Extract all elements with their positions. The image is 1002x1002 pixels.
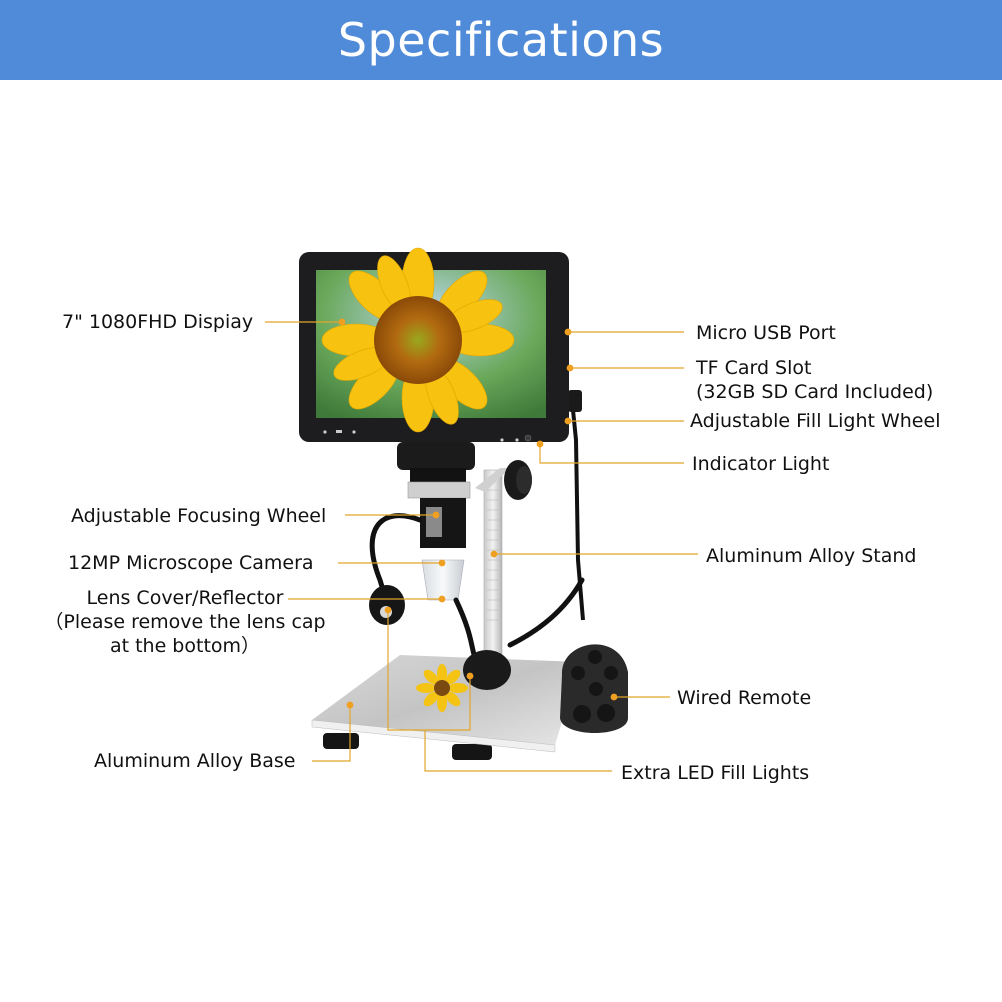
label-tf-card-note: (32GB SD Card Included) (696, 381, 934, 403)
microscope-camera (397, 442, 475, 601)
label-display: 7" 1080FHD Dispiay (62, 311, 254, 333)
label-focusing-wheel: Adjustable Focusing Wheel (71, 505, 327, 527)
coiled-cable (564, 390, 585, 621)
label-lens-cover-note-2: at the bottom） (109, 635, 261, 657)
header-banner: Specifications (0, 0, 1002, 80)
display-monitor (299, 247, 569, 442)
led-fill-lights (369, 513, 585, 668)
label-tf-card-slot: TF Card Slot (696, 357, 812, 379)
aluminum-stand (475, 460, 532, 671)
label-lens-cover-note-1: （Please remove the lens cap (44, 611, 326, 633)
label-indicator-light: Indicator Light (692, 453, 830, 475)
label-micro-usb-port: Micro USB Port (696, 322, 836, 344)
label-wired-remote: Wired Remote (677, 687, 812, 709)
page-title: Specifications (337, 13, 665, 67)
label-lens-cover: Lens Cover/Reflector (86, 587, 284, 609)
label-microscope-camera: 12MP Microscope Camera (68, 552, 314, 574)
label-aluminum-base: Aluminum Alloy Base (94, 750, 296, 772)
led-light-right (463, 650, 511, 690)
leader-lines (265, 321, 698, 772)
label-led-fill-lights: Extra LED Fill Lights (621, 762, 810, 784)
leader-dots (338, 318, 618, 709)
label-fill-light-wheel: Adjustable Fill Light Wheel (690, 410, 941, 432)
wired-remote-body (560, 644, 628, 733)
label-aluminum-stand: Aluminum Alloy Stand (706, 545, 917, 567)
led-light-left (369, 585, 405, 625)
sunflower-specimen (416, 664, 468, 712)
